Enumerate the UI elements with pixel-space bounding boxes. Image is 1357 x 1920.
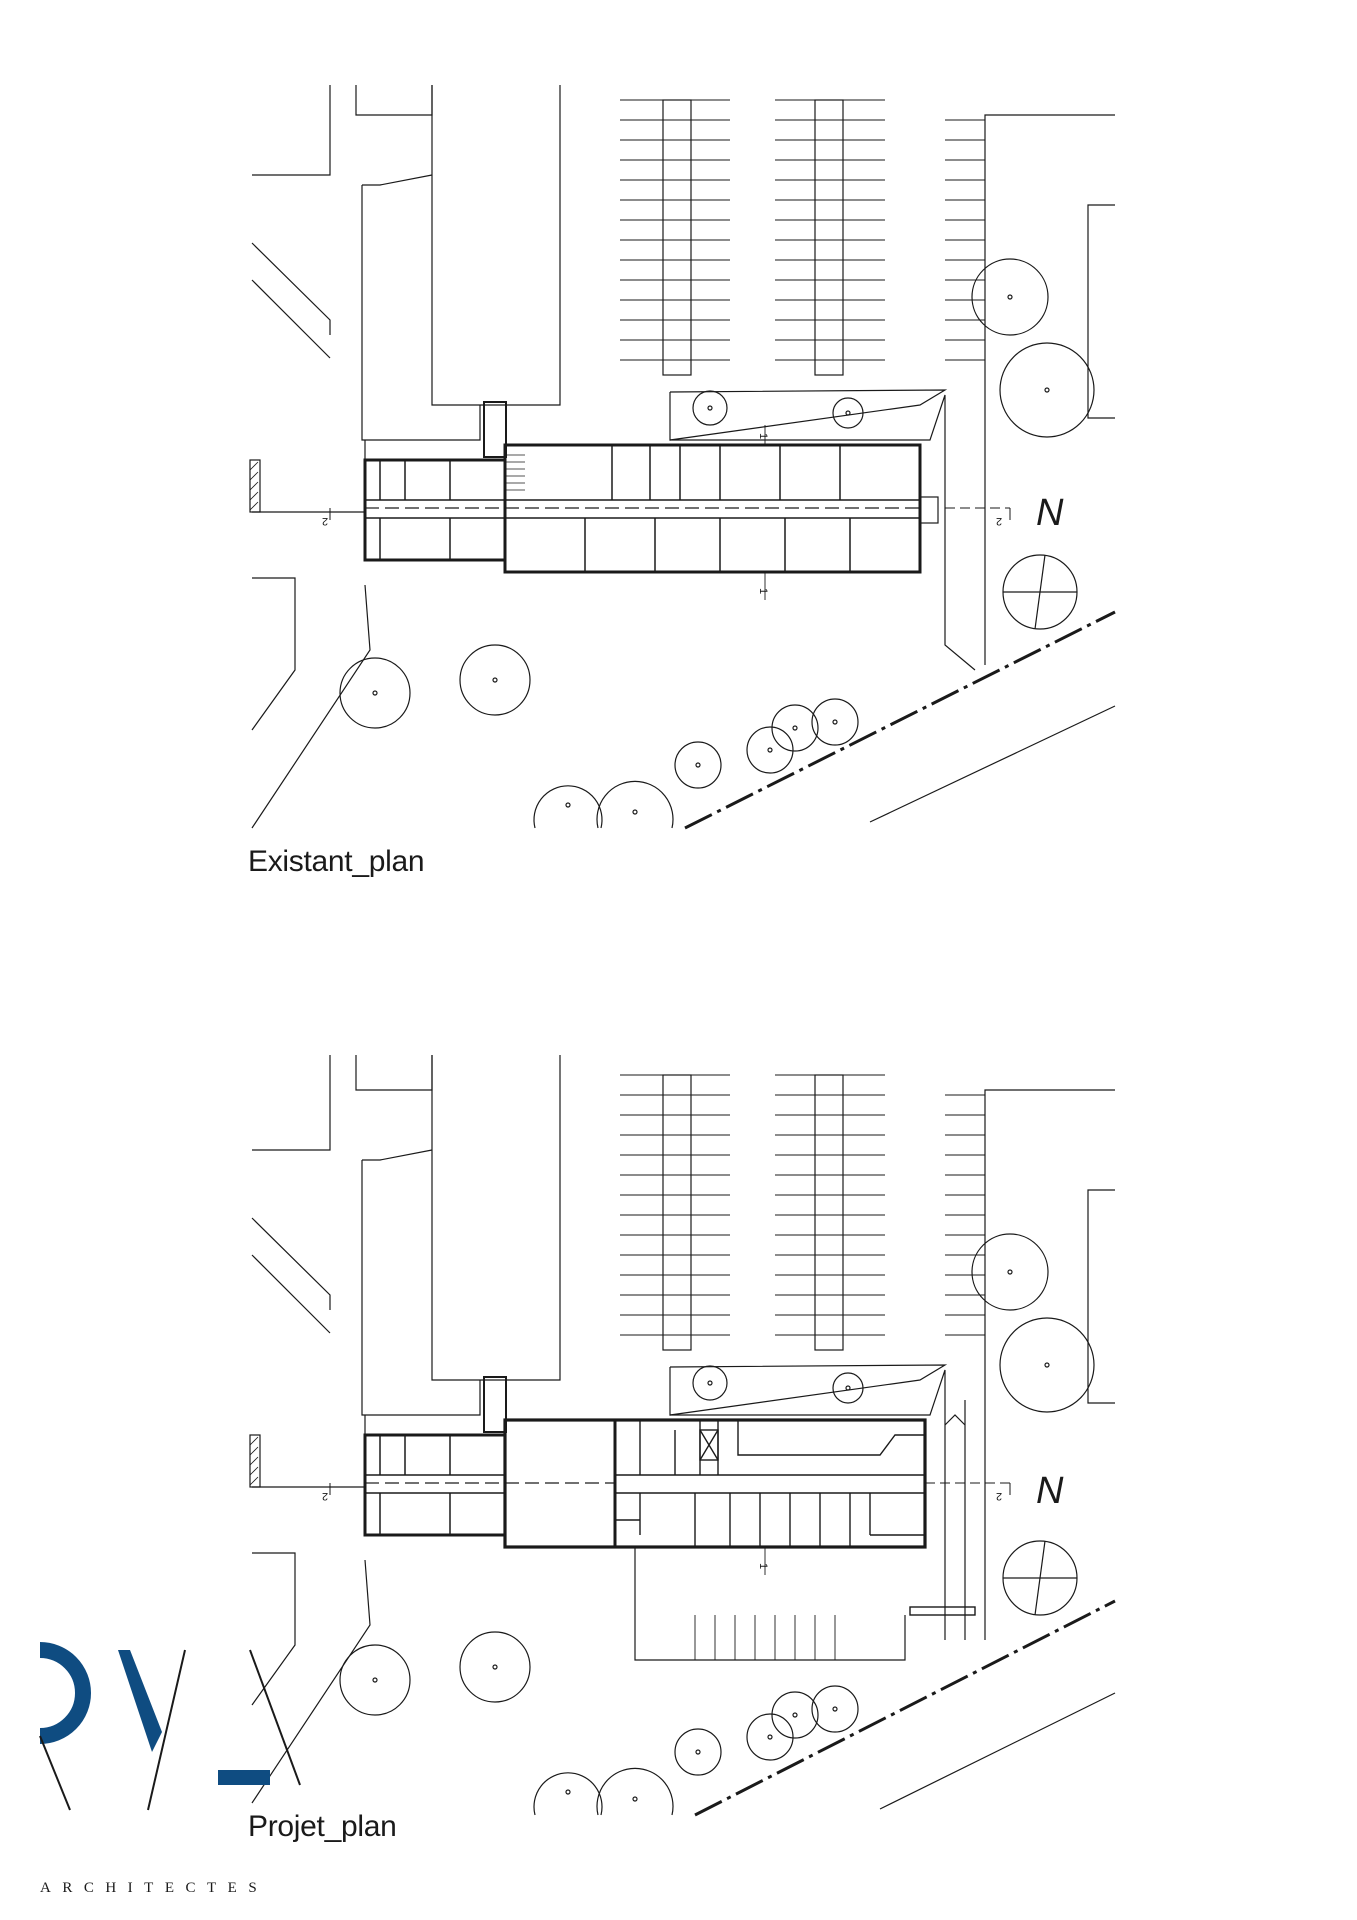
section-mark-right: 2 <box>996 515 1003 527</box>
project-site-drawing <box>249 1055 1116 1817</box>
rva-logo <box>39 1642 301 1811</box>
logo-v-left <box>118 1650 162 1752</box>
north-arrow-label: N <box>1036 1470 1064 1512</box>
logo-subtitle: ARCHITECTES <box>40 1880 269 1896</box>
logo-r-leg <box>39 1735 71 1811</box>
section-mark-left: 2 <box>322 515 329 527</box>
north-arrow-label: N <box>1036 492 1064 534</box>
project-plan-title: Projet_plan <box>248 1810 397 1843</box>
section-mark-left: 2 <box>322 1490 329 1502</box>
existing-plan: 2 2 1 1 N Existant_plan <box>0 0 1357 878</box>
existing-trees <box>339 258 1095 829</box>
existing-site-drawing <box>249 85 1116 830</box>
project-plan: 2 2 1 N Projet_plan <box>0 975 1357 1843</box>
section-mark-right: 2 <box>996 1490 1003 1502</box>
section-mark-bottom: 1 <box>757 587 770 595</box>
project-trees <box>339 1233 1095 1816</box>
logo-v-right <box>147 1649 186 1811</box>
section-mark-top: 1 <box>757 432 770 440</box>
existing-plan-title: Existant_plan <box>248 845 425 878</box>
logo-a-bar <box>218 1770 270 1785</box>
logo-a-stroke <box>249 1649 301 1786</box>
logo-r-bowl <box>39 1642 91 1744</box>
section-mark-bottom: 1 <box>757 1562 770 1570</box>
